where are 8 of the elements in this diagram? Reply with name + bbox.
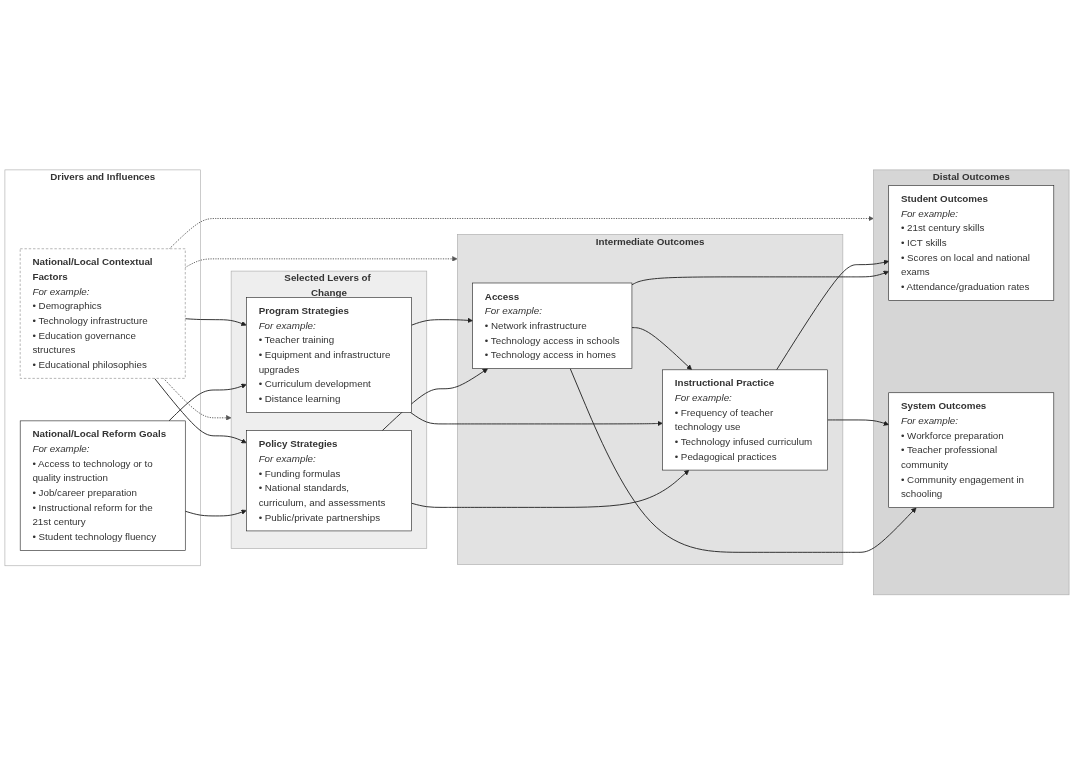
node-box: Program Strategies For example: • Teacher training • Equipment and infrastructure upgrades • Curriculum development • Distance learning [246, 296, 412, 413]
node-box: Instructional Practice For example: • Frequency of teacher technology use • Technology infused curriculum • Pedagogical practices [662, 369, 828, 471]
node-box: National/Local Reform Goals For example: • Access to technology or to quality instruction • Job/career preparation • Instructional reform for the 21st century • Student technology fluency [19, 420, 186, 551]
node-box: Student Outcomes For example: • 21st century skills • ICT skills • Scores on local and national exams • Attendance/graduation rates [888, 184, 1055, 301]
node-box: System Outcomes For example: • Workforce preparation • Teacher professional community • Community engagement in schooling [888, 392, 1055, 508]
node-box: National/Local Contextual Factors For example: • Demographics • Technology infrastructure • Education governance structures • Educational philosophies [19, 248, 186, 379]
node-box: Policy Strategies For example: • Funding formulas • National standards, curriculum, and assessments • Public/private partnerships [246, 430, 412, 531]
node-box: Access For example: • Network infrastructure • Technology access in schools • Technology access in homes [472, 282, 633, 369]
